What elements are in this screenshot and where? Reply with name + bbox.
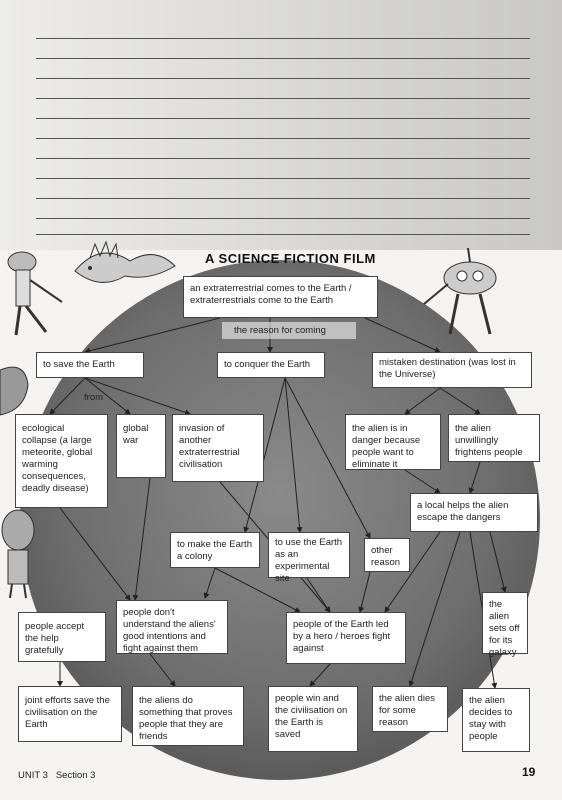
node-people-win: people win and the civilisation on the E… xyxy=(268,686,358,752)
writing-line xyxy=(36,38,530,39)
node-alien-sets-off: the alien sets off for its galaxy xyxy=(482,592,528,658)
node-alien-stays: the alien decides to stay with people xyxy=(462,688,530,752)
node-global-war: global war xyxy=(116,414,166,478)
node-aliens-prove: the aliens do something that proves peop… xyxy=(132,686,244,746)
node-alien-dies: the alien dies for some reason xyxy=(372,686,448,732)
top-background xyxy=(0,0,562,250)
node-other-reason: other reason xyxy=(364,538,410,572)
node-alien-in-danger: the alien is in danger because people wa… xyxy=(345,414,441,470)
page-number: 19 xyxy=(522,765,536,779)
node-ecological-collapse: ecological collapse (a large meteorite, … xyxy=(15,414,108,508)
writing-line xyxy=(36,198,530,199)
node-invasion: invasion of another extraterrestrial civ… xyxy=(172,414,264,482)
node-mistaken-destination: mistaken destination (was lost in the Un… xyxy=(372,352,532,388)
node-conquer-earth: to conquer the Earth xyxy=(217,352,325,378)
writing-line xyxy=(36,234,530,235)
dragon-illustration xyxy=(74,240,176,283)
alien-robot-right-illustration xyxy=(423,247,497,335)
node-experimental-site: to use the Earth as an experimental site xyxy=(268,532,350,584)
writing-line xyxy=(36,78,530,79)
from-label: from xyxy=(84,392,103,403)
writing-line xyxy=(36,98,530,99)
node-people-dont-understand: people don't understand the aliens' good… xyxy=(116,600,228,654)
footer-unit-section: UNIT 3 Section 3 xyxy=(18,770,96,781)
writing-line xyxy=(36,218,530,219)
diagram-title: A SCIENCE FICTION FILM xyxy=(205,251,376,266)
writing-line xyxy=(36,138,530,139)
node-joint-efforts: joint efforts save the civilisation on t… xyxy=(18,686,122,742)
node-hero-fight: people of the Earth led by a hero / hero… xyxy=(286,612,406,664)
node-people-accept: people accept the help gratefully xyxy=(18,612,106,662)
root-node: an extraterrestrial comes to the Earth /… xyxy=(183,276,378,318)
node-make-colony: to make the Earth a colony xyxy=(170,532,260,568)
node-local-helps: a local helps the alien escape the dange… xyxy=(410,493,538,532)
node-alien-frightens: the alien unwillingly frightens people xyxy=(448,414,540,462)
writing-lines xyxy=(0,0,562,250)
reason-label: the reason for coming xyxy=(222,322,356,339)
writing-line xyxy=(36,118,530,119)
writing-line xyxy=(36,178,530,179)
monster-illustration xyxy=(1,509,35,599)
creature-left-middle-illustration xyxy=(0,366,29,416)
alien-robot-left-illustration xyxy=(7,251,63,336)
writing-line xyxy=(36,158,530,159)
writing-line xyxy=(36,58,530,59)
node-save-earth: to save the Earth xyxy=(36,352,144,378)
